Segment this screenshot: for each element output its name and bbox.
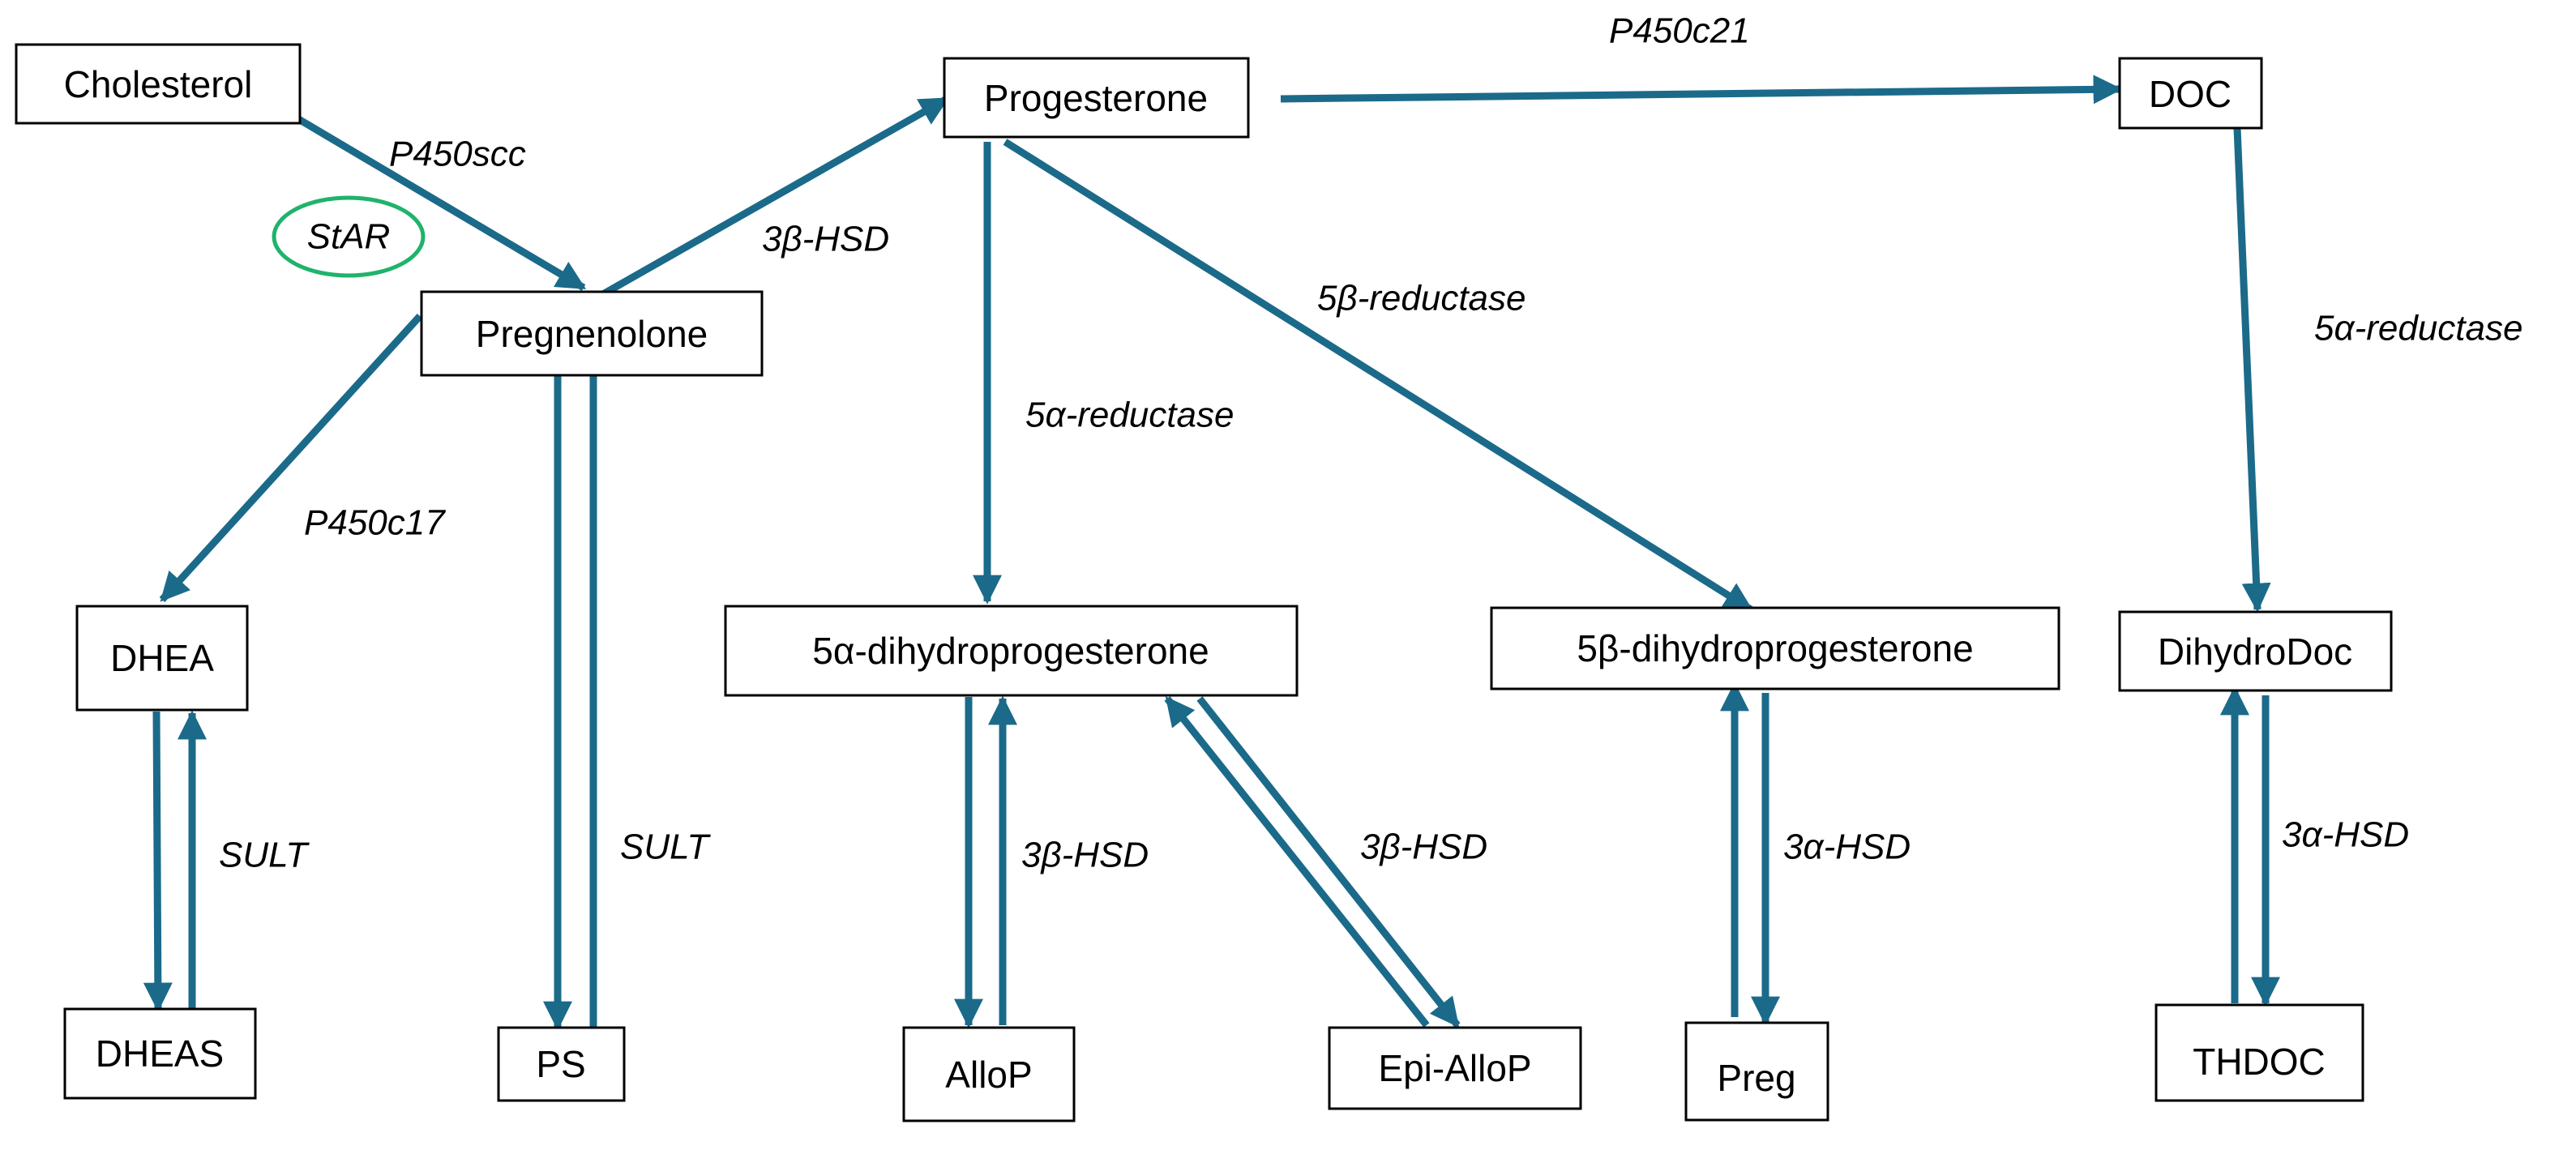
enzyme-p450c17: P450c17 bbox=[304, 503, 446, 543]
enzyme-p450scc: P450scc bbox=[389, 135, 526, 174]
enzyme-3beta-hsd-top: 3β-HSD bbox=[762, 220, 889, 259]
arrow-doc-to-dihydrodoc bbox=[2233, 127, 2271, 613]
enzyme-sult-left: SULT bbox=[219, 836, 310, 875]
reaction-arrows bbox=[143, 75, 2280, 1031]
node-label: Cholesterol bbox=[64, 63, 253, 105]
node-5alpha-dihydroprogesterone: 5α-dihydroprogesterone bbox=[724, 605, 1299, 697]
arrow-5alpha-dhp-to-epi-allop bbox=[1196, 696, 1461, 1028]
node-label: DihydroDoc bbox=[2158, 631, 2352, 673]
node-label: Epi-AlloP bbox=[1378, 1047, 1531, 1089]
node-label: 5α-dihydroprogesterone bbox=[812, 630, 1209, 672]
node-cholesterol: Cholesterol bbox=[15, 43, 302, 125]
node-preg: Preg bbox=[1684, 1021, 1829, 1122]
enzyme-3beta-hsd-allop: 3β-HSD bbox=[1021, 836, 1149, 875]
enzyme-labels: P450scc StAR 3β-HSD P450c21 5β-reductase… bbox=[219, 11, 2523, 875]
node-dhea: DHEA bbox=[75, 605, 249, 712]
node-allop: AlloP bbox=[902, 1026, 1076, 1122]
arrow-epi-allop-to-5alpha-dhp bbox=[1164, 696, 1430, 1028]
arrow-progesterone-to-doc bbox=[1280, 75, 2123, 105]
node-label: DHEAS bbox=[96, 1032, 224, 1075]
node-label: DOC bbox=[2149, 73, 2232, 115]
node-thdoc: THDOC bbox=[2155, 1003, 2364, 1102]
node-dheas: DHEAS bbox=[63, 1007, 257, 1100]
node-progesterone: Progesterone bbox=[943, 57, 1250, 139]
enzyme-3beta-hsd-epi: 3β-HSD bbox=[1360, 827, 1487, 867]
node-dihydrodoc: DihydroDoc bbox=[2118, 610, 2393, 692]
node-label: THDOC bbox=[2193, 1041, 2326, 1083]
node-label: DHEA bbox=[110, 637, 214, 679]
node-ps: PS bbox=[497, 1026, 626, 1102]
metabolite-nodes: Cholesterol Progesterone DOC Pregnenolon… bbox=[15, 43, 2393, 1122]
arrow-dhea-to-dheas bbox=[143, 711, 173, 1012]
arrow-pregnenolone-to-dhea bbox=[159, 313, 423, 603]
node-label: AlloP bbox=[945, 1054, 1032, 1096]
enzyme-p450c21: P450c21 bbox=[1609, 11, 1750, 51]
node-label: Progesterone bbox=[984, 77, 1208, 119]
star-highlight-ring bbox=[272, 195, 426, 278]
enzyme-3alpha-hsd-thdoc: 3α-HSD bbox=[2282, 815, 2409, 855]
node-label: Preg bbox=[1717, 1057, 1795, 1099]
node-label: PS bbox=[536, 1043, 585, 1085]
enzyme-3alpha-hsd-preg: 3α-HSD bbox=[1783, 827, 1911, 867]
enzyme-star: StAR bbox=[307, 217, 391, 257]
arrow-progesterone-to-5beta-dhp bbox=[1003, 139, 1754, 613]
node-doc: DOC bbox=[2118, 57, 2263, 130]
enzyme-5alpha-reductase-mid: 5α-reductase bbox=[1025, 395, 1234, 435]
node-label: Pregnenolone bbox=[476, 313, 708, 355]
node-label: 5β-dihydroprogesterone bbox=[1577, 627, 1973, 669]
enzyme-sult-ps: SULT bbox=[620, 827, 711, 867]
node-5beta-dihydroprogesterone: 5β-dihydroprogesterone bbox=[1490, 606, 2060, 690]
node-epi-allop: Epi-AlloP bbox=[1328, 1026, 1582, 1110]
enzyme-5alpha-reductase-right: 5α-reductase bbox=[2314, 309, 2523, 348]
enzyme-5beta-reductase: 5β-reductase bbox=[1317, 279, 1526, 318]
node-pregnenolone: Pregnenolone bbox=[420, 290, 764, 377]
arrow-pregnenolone-to-progesterone bbox=[593, 96, 950, 301]
arrow-cholesterol-to-pregnenolone bbox=[293, 114, 587, 291]
